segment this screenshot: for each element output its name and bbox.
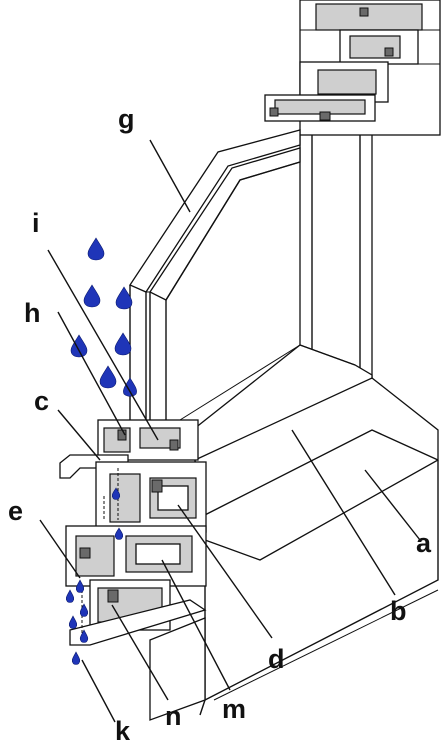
water-drop-icon: [114, 527, 124, 540]
label-n: n: [165, 701, 182, 731]
water-drop-icon: [65, 589, 75, 603]
label-g: g: [118, 104, 135, 134]
callout-labels: g i h c e a b d m n k: [8, 104, 432, 742]
water-drop-icon: [114, 332, 132, 356]
label-c: c: [34, 386, 49, 416]
label-i: i: [32, 208, 40, 238]
water-drop-icon: [111, 487, 121, 500]
water-drop-icon: [87, 237, 105, 261]
label-m: m: [222, 694, 246, 724]
water-drop-icon: [115, 286, 133, 310]
frame-top-section: [264, 0, 441, 136]
water-drop-icon: [99, 365, 117, 389]
water-drop-icon: [75, 579, 85, 593]
sill-and-bottom-frame: [179, 344, 439, 716]
label-e: e: [8, 496, 23, 526]
label-a: a: [416, 528, 432, 558]
water-drop-icon: [79, 629, 89, 643]
water-drop-icon: [83, 284, 101, 308]
water-drop-icon: [71, 651, 81, 665]
label-k: k: [115, 716, 131, 742]
water-drop-icon: [70, 334, 88, 358]
label-b: b: [390, 596, 407, 626]
water-drops: [65, 237, 137, 665]
label-h: h: [24, 298, 41, 328]
leader-lines: [39, 139, 421, 723]
water-drop-icon: [79, 603, 89, 617]
water-drop-icon: [123, 377, 137, 397]
label-d: d: [268, 644, 285, 674]
water-drop-icon: [68, 615, 78, 629]
sash-cross-section: [59, 419, 207, 721]
